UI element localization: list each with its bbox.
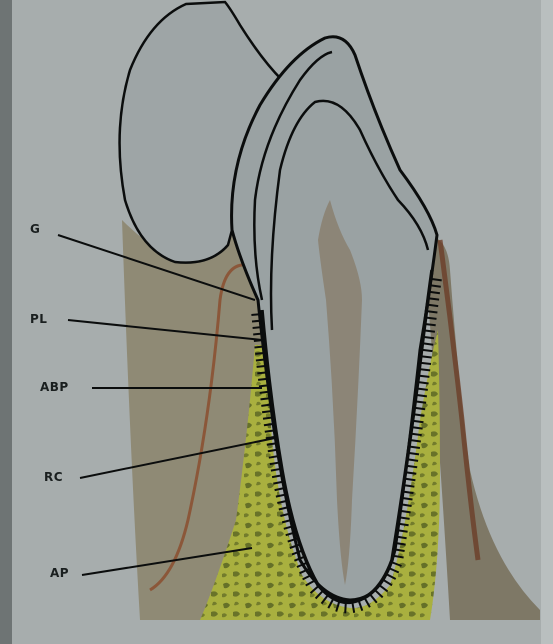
left-edge-shadow bbox=[0, 0, 12, 644]
label-rc: RC bbox=[44, 470, 63, 484]
label-pl: PL bbox=[30, 312, 47, 326]
label-ap: AP bbox=[50, 566, 69, 580]
label-abp: ABP bbox=[40, 380, 69, 394]
right-edge-glare bbox=[541, 0, 553, 644]
label-g: G bbox=[30, 222, 40, 236]
